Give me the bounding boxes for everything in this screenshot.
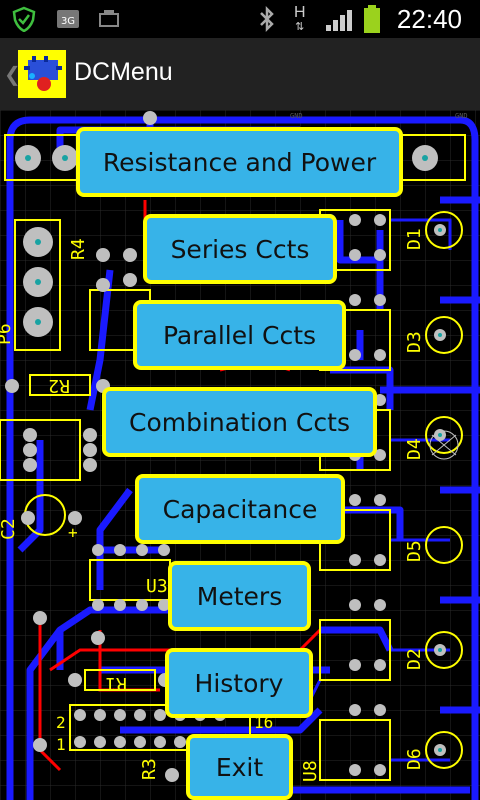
combination-ccts-button[interactable]: Combination Ccts xyxy=(102,387,377,457)
label-r2: R2 xyxy=(48,375,70,396)
label-d5: D5 xyxy=(404,540,425,562)
back-chevron-icon[interactable]: ❮ xyxy=(4,62,21,86)
capacitance-button[interactable]: Capacitance xyxy=(135,474,345,544)
label-r3: R3 xyxy=(139,758,160,780)
3g-icon: 3G xyxy=(54,0,82,38)
h-data-icon: H ⇅ xyxy=(294,4,306,33)
data-indicator-label: H xyxy=(294,4,306,21)
label-u8: U8 xyxy=(300,760,321,782)
history-button[interactable]: History xyxy=(165,648,313,718)
label-d1: D1 xyxy=(404,228,425,250)
bluetooth-icon xyxy=(256,0,278,38)
meters-button[interactable]: Meters xyxy=(168,561,311,631)
action-bar: ❮ DCMenu xyxy=(0,38,480,111)
label-pin-2: 2 xyxy=(56,713,66,732)
app-title: DCMenu xyxy=(74,58,173,86)
label-d3: D3 xyxy=(404,331,425,353)
series-ccts-button[interactable]: Series Ccts xyxy=(143,214,337,284)
exit-button[interactable]: Exit xyxy=(186,734,293,800)
gnd-label-top-right: GND xyxy=(455,112,468,120)
label-r1: R1 xyxy=(105,673,127,694)
shield-icon xyxy=(12,0,36,38)
parallel-ccts-button[interactable]: Parallel Ccts xyxy=(133,300,346,370)
label-r4: R4 xyxy=(68,238,89,260)
label-pin-1: 1 xyxy=(56,735,66,754)
usb-icon xyxy=(96,0,122,38)
battery-icon xyxy=(362,0,382,38)
label-u3: U3 xyxy=(146,576,168,597)
resistance-and-power-button[interactable]: Resistance and Power xyxy=(76,127,403,197)
label-d4: D4 xyxy=(404,438,425,460)
app-circuit-icon[interactable] xyxy=(18,50,66,98)
label-plus: + xyxy=(68,523,78,542)
label-c2: C2 xyxy=(0,518,19,540)
label-d6: D6 xyxy=(404,748,425,770)
gnd-label-top: GND xyxy=(290,112,303,120)
label-d2: D2 xyxy=(404,648,425,670)
clock: 22:40 xyxy=(396,3,462,34)
status-bar: 3G H ⇅ 22:40 xyxy=(0,0,480,38)
label-p6: P6 xyxy=(0,323,15,345)
network-type-label: 3G xyxy=(61,16,75,27)
signal-icon xyxy=(324,0,358,38)
